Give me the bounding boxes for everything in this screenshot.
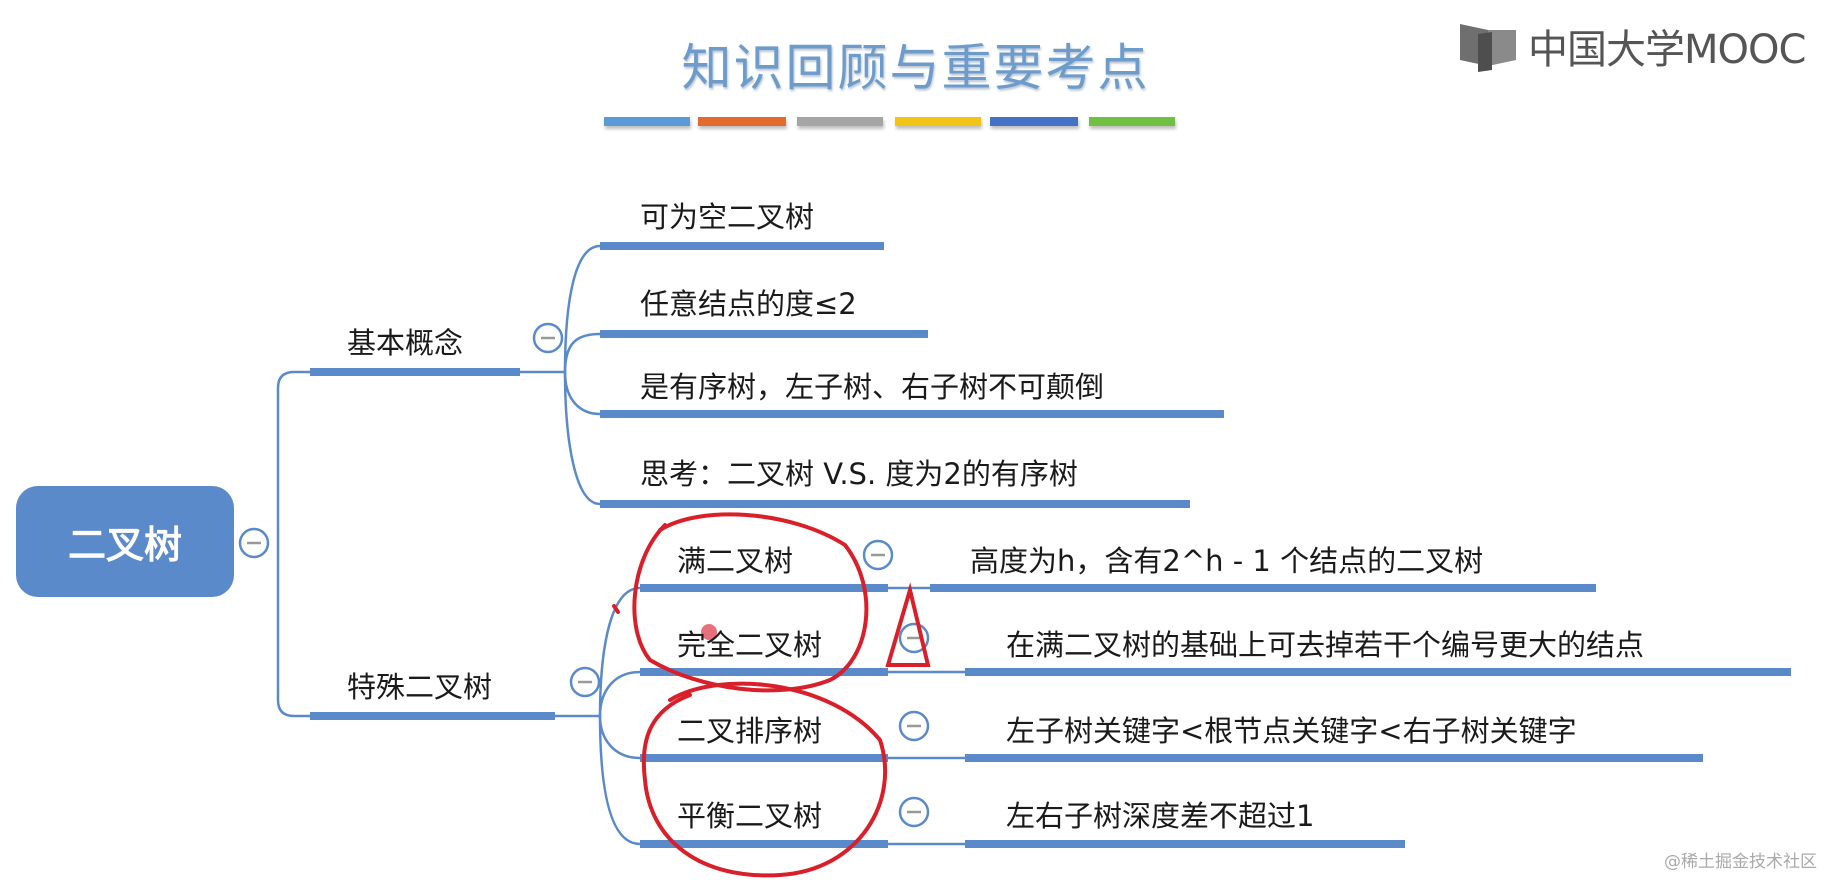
color-bar-6 xyxy=(1089,117,1175,126)
detail-complete[interactable]: 在满二叉树的基础上可去掉若干个编号更大的结点 xyxy=(1006,628,1645,662)
detail-balanced[interactable]: 左右子树深度差不超过1 xyxy=(1006,799,1315,833)
root-label: 二叉树 xyxy=(67,523,182,567)
circle-annotation-full-complete xyxy=(632,512,869,693)
pointer-dot xyxy=(701,624,717,640)
color-bar-1 xyxy=(604,117,690,126)
special-tree-balanced[interactable]: 平衡二叉树 xyxy=(677,799,823,833)
slide-title: 知识回顾与重要考点 xyxy=(681,39,1150,97)
mooc-logo: 中国大学MOOC xyxy=(1458,20,1806,73)
watermark: @稀土掘金技术社区 xyxy=(1664,852,1817,872)
logo-text: 中国大学MOOC xyxy=(1528,27,1806,73)
concept-item[interactable]: 是有序树，左子树、右子树不可颠倒 xyxy=(640,370,1105,404)
color-bar-2 xyxy=(698,117,786,126)
special-tree-bst[interactable]: 二叉排序树 xyxy=(677,714,823,748)
branch-basic-concepts[interactable]: 基本概念 xyxy=(347,326,464,360)
open-book-icon xyxy=(1460,24,1516,72)
triangle-annotation xyxy=(885,582,931,667)
root-node[interactable]: 二叉树 xyxy=(16,486,234,597)
concept-item[interactable]: 可为空二叉树 xyxy=(640,200,815,234)
concept-item[interactable]: 任意结点的度≤2 xyxy=(640,287,857,321)
color-bar-5 xyxy=(990,117,1078,126)
branch-basic-collapse-button[interactable] xyxy=(534,324,562,352)
concept-item[interactable]: 思考：二叉树 V.S. 度为2的有序树 xyxy=(640,457,1078,491)
detail-bst[interactable]: 左子树关键字<根节点关键字<右子树关键字 xyxy=(1006,714,1577,748)
special-tree-full[interactable]: 满二叉树 xyxy=(677,544,794,578)
color-bar-3 xyxy=(797,117,883,126)
root-collapse-button[interactable] xyxy=(240,529,268,557)
branch-special-trees[interactable]: 特殊二叉树 xyxy=(347,670,493,704)
circle-annotation-sort-balanced xyxy=(641,681,887,878)
special-tree-complete[interactable]: 完全二叉树 xyxy=(677,628,823,662)
detail-full[interactable]: 高度为h，含有2^h - 1 个结点的二叉树 xyxy=(970,544,1484,578)
color-bar-4 xyxy=(895,117,981,126)
branch-special-collapse-button[interactable] xyxy=(571,668,599,696)
